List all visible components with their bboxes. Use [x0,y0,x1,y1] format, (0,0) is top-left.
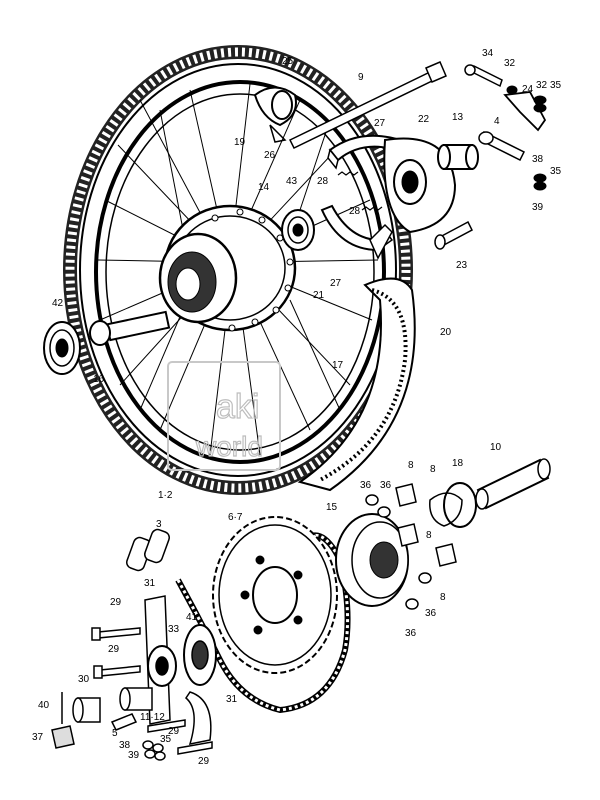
left-hardware [51,595,217,761]
label-35c: 35 [160,734,172,745]
axle-9 [288,61,447,149]
label-22: 22 [418,114,430,125]
label-29c: 29 [168,726,180,737]
label-36b: 36 [380,480,392,491]
label-8c: 8 [426,530,432,541]
inner-tube [253,86,297,143]
sleeve-10 [475,458,551,510]
label-36d: 36 [405,628,417,639]
label-28b: 28 [349,206,361,217]
part-labels: 1·2 3 4 5 6·7 8 9 10 11·12 13 14 15 16 1… [32,48,562,767]
label-35b: 35 [550,166,562,177]
washers-36 [365,494,432,610]
label-42: 42 [52,298,64,309]
label-25: 25 [282,56,294,67]
label-3: 3 [156,519,162,530]
label-27a: 27 [374,118,386,129]
label-18: 18 [452,458,464,469]
watermark: aki world [167,361,281,471]
label-11-12: 11·12 [140,712,165,723]
label-29d: 29 [198,756,210,767]
tire-20 [297,277,416,492]
label-33: 33 [168,624,180,635]
axle-sleeve [89,310,171,346]
label-34: 34 [482,48,494,59]
label-1-2: 1·2 [158,490,173,501]
bolt-23 [434,220,473,250]
label-13: 13 [452,112,464,123]
label-8d: 8 [440,592,446,603]
dampers [395,483,463,567]
label-43: 43 [286,176,298,187]
label-21: 21 [313,290,325,301]
label-37: 37 [32,732,44,743]
label-31b: 31 [226,694,238,705]
watermark-line2: world [195,431,263,462]
label-5: 5 [112,728,118,739]
label-36c: 36 [425,608,437,619]
label-20: 20 [440,327,452,338]
label-9: 9 [358,72,364,83]
label-32a: 32 [504,58,516,69]
label-16: 16 [93,374,105,385]
stopper-arm [464,64,547,191]
label-28a: 28 [317,176,329,187]
label-40: 40 [38,700,50,711]
brake-springs [337,171,383,211]
label-8b: 8 [430,464,436,475]
label-29b: 29 [108,644,120,655]
circlip [443,482,477,528]
label-41: 41 [186,612,198,623]
label-36a: 36 [360,480,372,491]
bearing-42 [43,321,81,375]
label-10: 10 [490,442,502,453]
label-17: 17 [332,360,344,371]
collar-13 [437,144,479,170]
label-39a: 39 [532,202,544,213]
watermark-line1: aki [216,388,259,426]
brake-panel [369,137,457,260]
label-14: 14 [258,182,270,193]
rim-inner [105,93,375,451]
label-29a: 29 [110,597,122,608]
label-35a: 35 [550,80,562,91]
tire-inner-edge [79,63,397,477]
hub [158,204,297,332]
label-23: 23 [456,260,468,271]
tire-tread [65,47,411,493]
label-30: 30 [78,674,90,685]
label-15: 15 [326,502,338,513]
sprocket [212,516,338,674]
label-32b: 32 [536,80,548,91]
label-6-7: 6·7 [228,512,243,523]
label-27b: 27 [330,278,342,289]
label-4: 4 [494,116,500,127]
label-38a: 38 [532,154,544,165]
chain-joint [126,528,170,572]
rim [94,80,386,464]
wheel-assembly [63,45,413,495]
label-8a: 8 [408,460,414,471]
sprocket-hub [335,513,409,607]
label-31a: 31 [144,578,156,589]
label-38b: 38 [119,740,131,751]
label-19: 19 [234,137,246,148]
label-24: 24 [522,84,534,95]
label-26: 26 [264,150,276,161]
label-39b: 39 [128,750,140,761]
bearing-43 [281,209,315,251]
